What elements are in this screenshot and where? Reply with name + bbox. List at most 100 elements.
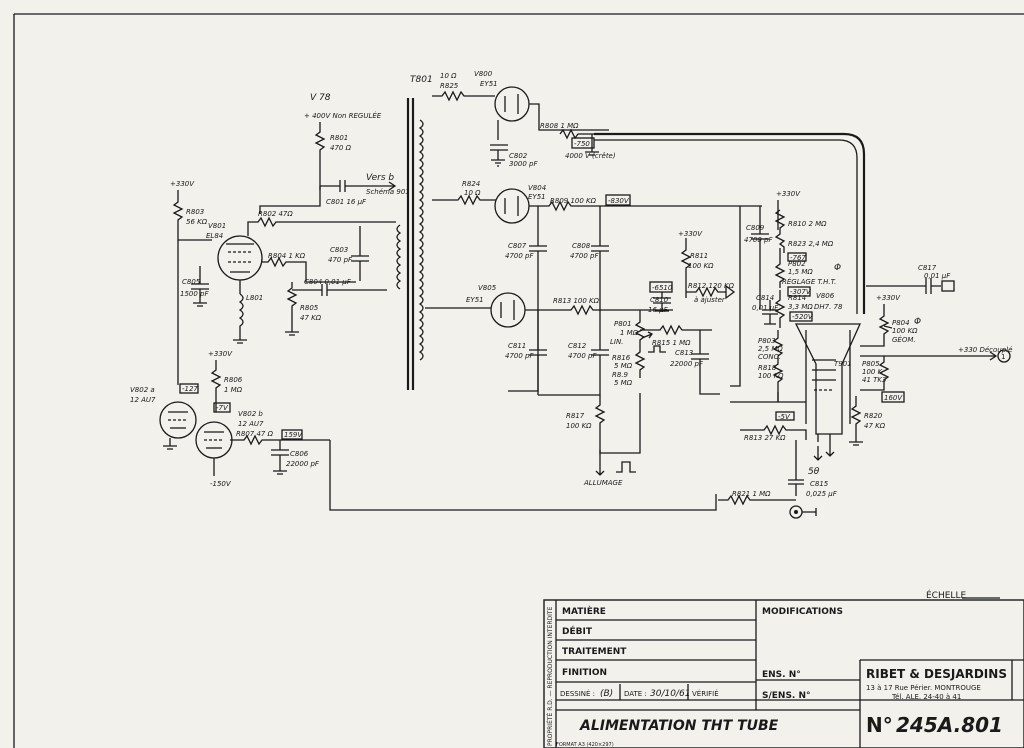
label-v805: V805 — [478, 284, 497, 292]
label-c810-v: 16 μF — [648, 306, 669, 314]
label-supply-400: + 400V Non REGULÉE — [304, 111, 382, 120]
box-830: -830V — [608, 197, 630, 205]
capacitor-c814: C814 0,01 μF — [752, 294, 779, 325]
label-v806: V806 — [816, 292, 835, 300]
tube-v805: V805 EY51 R813 100 KΩ — [425, 284, 673, 328]
box-767: -767 — [790, 254, 806, 262]
box-520: -520V — [792, 313, 814, 321]
capacitor-c815: C815 0,025 μF — [788, 440, 838, 519]
label-c802-v: 3000 pF — [509, 160, 538, 168]
label-ey51b: EY51 — [528, 193, 546, 201]
label-tel: Tél. ALE. 24-40 à 41 — [891, 693, 961, 701]
potentiometer-p804: +330V P804 100 KΩ GÉOM. Φ — [860, 294, 921, 347]
label-p801-lin: LIN. — [610, 338, 623, 346]
label-r811: R811 — [690, 252, 708, 260]
label-sens-no: S/ENS. N° — [762, 691, 811, 701]
label-reglage: RÉGLAGE T.H.T. — [782, 277, 836, 286]
label-c804: C804 0,01 μF — [304, 278, 352, 286]
label-v802b-t: 12 AU7 — [238, 420, 264, 428]
label-r813: R813 100 KΩ — [553, 297, 600, 305]
label-c811: C811 — [508, 342, 526, 350]
label-ey51a: EY51 — [480, 80, 498, 88]
label-v78: V 78 — [310, 93, 331, 103]
box-127: -127 — [182, 385, 198, 393]
capacitor-c806: C806 22000 pF — [271, 440, 320, 475]
box-6510: -6510 — [652, 284, 673, 292]
label-c815-v: 0,025 μF — [806, 490, 838, 498]
label-r824-ohm: 10 Ω — [464, 189, 481, 197]
label-p803: P803 — [758, 337, 776, 345]
sheet-border — [13, 13, 1024, 748]
label-r819: R8.9 — [612, 371, 629, 379]
label-c813-v: 22000 pF — [670, 360, 704, 368]
label-ey51c: EY51 — [466, 296, 484, 304]
tube-v802a: V802 a 12 AU7 -127 — [130, 383, 199, 450]
label-allumage: ALLUMAGE — [583, 479, 623, 487]
label-modifications: MODIFICATIONS — [762, 607, 843, 617]
label-r825-ohm: 10 Ω — [440, 72, 457, 80]
label-r807: R807 47 Ω — [236, 430, 274, 438]
label-c808: C808 — [572, 242, 591, 250]
resistor-r803: +330V R803 56 KΩ — [170, 180, 212, 385]
label-finition: FINITION — [562, 668, 607, 678]
label-r817-v: 100 KΩ — [566, 422, 592, 430]
label-p805-v2: 41 TK3 — [862, 376, 886, 384]
transformer-t801: T801 — [396, 75, 433, 390]
crt-v806: V806 DH7. 78 -520V 5θ — [789, 292, 862, 477]
label-r821: R821 1 MΩ — [732, 490, 771, 498]
label-l801: L801 — [246, 294, 263, 302]
label-p802: P802 — [788, 260, 806, 268]
label-v804: V804 — [528, 184, 546, 192]
label-matiere: MATIÈRE — [562, 605, 606, 617]
label-v806-socket: 5θ — [808, 467, 820, 477]
label-v802b: V802 b — [238, 410, 263, 418]
label-r818: R818 — [758, 364, 777, 372]
potentiometer-p801: P801 1 MΩ LIN. R816 5 MΩ R8.9 5 MΩ — [610, 310, 653, 387]
label-p805: P805 — [862, 360, 880, 368]
label-verifie: VÉRIFIÉ — [692, 689, 719, 698]
label-r805: R805 — [300, 304, 319, 312]
capacitor-c808: C808 4700 pF — [570, 206, 609, 311]
capacitor-c802: C802 3000 pF — [490, 144, 538, 168]
label-r803: R803 — [186, 208, 204, 216]
value-date: 30/10/61 — [650, 689, 690, 699]
label-c811-v: 4700 pF — [505, 352, 534, 360]
label-c810: C810 — [650, 296, 669, 304]
label-r805-v: 47 KΩ — [300, 314, 322, 322]
label-v802a: V802 a — [130, 386, 155, 394]
resistor-r814: R814 3,3 MΩ — [774, 290, 813, 328]
label-phi-2: Φ — [914, 317, 921, 327]
box-5: -5V — [778, 413, 791, 421]
label-c806-v: 22000 pF — [286, 460, 320, 468]
potentiometer-p803: P803 2,5 MΩ CONC. R818 100 KΩ — [758, 330, 784, 402]
capacitor-c809: C809 4700 pF — [744, 206, 773, 309]
box-159: 159V — [284, 431, 303, 439]
label-c814-v: 0,01 μF — [752, 304, 779, 312]
label-c803-v: 470 pF — [328, 256, 353, 264]
label-c807-v: 4700 pF — [505, 252, 534, 260]
label-c803: C803 — [330, 246, 348, 254]
box-7: -7V — [216, 404, 229, 412]
label-no: N° — [866, 713, 893, 737]
resistor-r810: +330V R810 2 MΩ R823 2,4 MΩ -767 P802 1,… — [774, 190, 841, 297]
label-address: 13 à 17 Rue Périer. MONTROUGE — [866, 684, 981, 692]
tube-v800: V800 EY51 10 Ω R825 R808 1 MΩ — [432, 70, 609, 140]
label-p804: P804 — [892, 319, 910, 327]
capacitor-c810: C810 16 μF — [648, 292, 671, 314]
label-echelle: ÉCHELLE — [926, 589, 966, 601]
label-dessine: DESSINÉ : — [560, 689, 595, 698]
label-r823: R823 2,4 MΩ — [788, 240, 834, 248]
label-r820: R820 — [864, 412, 883, 420]
resistor-r806: +330V R806 1 MΩ — [208, 350, 243, 412]
label-c806: C806 — [290, 450, 309, 458]
label-a-ajuster: à ajuster — [694, 296, 726, 304]
label-format: FORMAT A3 (420×297) — [556, 742, 614, 748]
label-rights: PROPRIÉTÉ R.D. — REPRODUCTION INTERDITE — [546, 606, 554, 746]
label-phi-1: Φ — [834, 263, 841, 273]
label-c807: C807 — [508, 242, 527, 250]
label-traitement: TRAITEMENT — [562, 647, 627, 657]
label-r801-v: 470 Ω — [330, 144, 352, 152]
label-vers-b: Vers b — [366, 173, 394, 183]
label-r802: R802 47Ω — [258, 210, 293, 218]
